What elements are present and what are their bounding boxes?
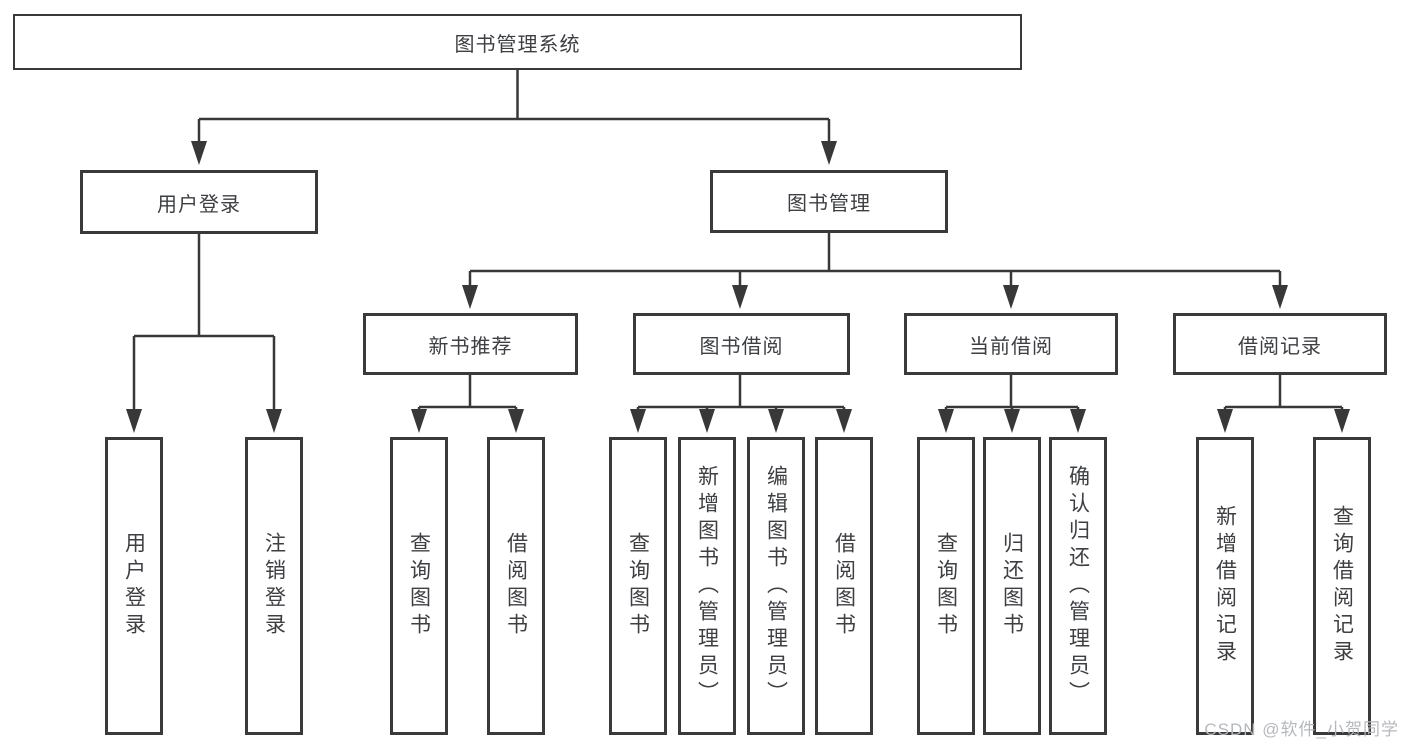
leaf-query-books-recommend-label: 查询图书 — [407, 532, 431, 640]
node-borrow-records: 借阅记录 — [1173, 313, 1387, 375]
leaf-edit-books-admin-label: 编辑图书（管理员） — [764, 464, 788, 708]
leaf-return-books-label: 归还图书 — [1000, 532, 1024, 640]
node-user-login: 用户登录 — [80, 170, 318, 234]
node-book-management: 图书管理 — [710, 170, 948, 233]
leaf-logout-label: 注销登录 — [262, 532, 286, 640]
leaf-user-login-label: 用户登录 — [122, 532, 146, 640]
node-current-borrowing: 当前借阅 — [904, 313, 1118, 375]
leaf-query-books-current: 查询图书 — [917, 437, 975, 735]
leaf-add-books-admin: 新增图书（管理员） — [678, 437, 736, 735]
node-user-login-label: 用户登录 — [157, 193, 241, 216]
leaf-borrow-books-label: 借阅图书 — [832, 532, 856, 640]
leaf-borrow-books-recommend-label: 借阅图书 — [504, 532, 528, 640]
leaf-add-borrow-record-label: 新增借阅记录 — [1213, 505, 1237, 667]
node-new-book-recommend-label: 新书推荐 — [428, 335, 513, 358]
leaf-edit-books-admin: 编辑图书（管理员） — [747, 437, 805, 735]
leaf-return-books: 归还图书 — [983, 437, 1041, 735]
leaf-query-books-borrowing-label: 查询图书 — [626, 532, 650, 640]
node-book-borrowing: 图书借阅 — [633, 313, 850, 375]
leaf-borrow-books-recommend: 借阅图书 — [487, 437, 545, 735]
leaf-query-borrow-record-label: 查询借阅记录 — [1330, 505, 1354, 667]
csdn-watermark: CSDN @软件_小贺同学 — [1204, 720, 1399, 739]
node-current-borrowing-label: 当前借阅 — [969, 335, 1053, 358]
leaf-add-books-admin-label: 新增图书（管理员） — [695, 464, 719, 708]
leaf-confirm-return-admin: 确认归还（管理员） — [1049, 437, 1107, 735]
leaf-user-login: 用户登录 — [105, 437, 163, 735]
node-book-borrowing-label: 图书借阅 — [699, 335, 784, 358]
node-new-book-recommend: 新书推荐 — [363, 313, 578, 375]
leaf-query-books-borrowing: 查询图书 — [609, 437, 667, 735]
node-root: 图书管理系统 — [13, 14, 1022, 70]
leaf-logout: 注销登录 — [245, 437, 303, 735]
node-book-management-label: 图书管理 — [787, 193, 871, 215]
leaf-confirm-return-admin-label: 确认归还（管理员） — [1066, 464, 1090, 708]
node-root-label: 图书管理系统 — [454, 33, 581, 56]
leaf-borrow-books: 借阅图书 — [815, 437, 873, 735]
leaf-add-borrow-record: 新增借阅记录 — [1196, 437, 1254, 735]
node-borrow-records-label: 借阅记录 — [1238, 335, 1322, 358]
leaf-query-books-recommend: 查询图书 — [390, 437, 448, 735]
leaf-query-borrow-record: 查询借阅记录 — [1313, 437, 1371, 735]
leaf-query-books-current-label: 查询图书 — [934, 532, 958, 640]
